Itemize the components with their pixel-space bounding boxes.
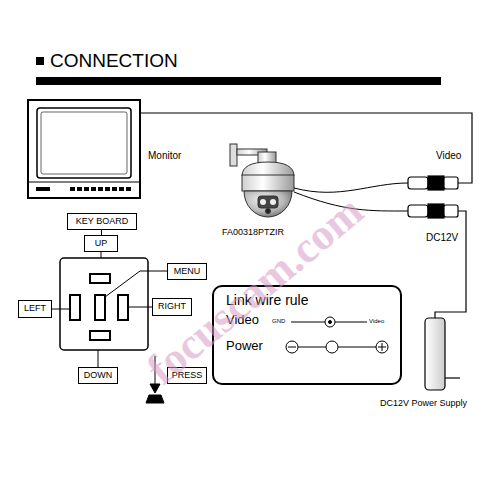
box-label: RIGHT — [158, 302, 186, 312]
keyboard-box: KEY BOARD — [67, 213, 137, 230]
title: CONNECTION — [50, 51, 178, 72]
part-label: Monitor — [148, 150, 181, 161]
leader-line — [52, 252, 167, 403]
part-label: Video — [369, 318, 384, 325]
part-label: DC12V Power Supply — [380, 399, 467, 409]
part-label: FA00318PTZIR — [222, 228, 284, 238]
part-label: DC12V — [426, 232, 458, 243]
key-label-box: UP — [84, 235, 118, 252]
title-bar — [36, 77, 441, 85]
box-label: DOWN — [84, 371, 113, 381]
video-wire — [140, 113, 472, 183]
power-wire — [445, 377, 460, 378]
box-label: KEY BOARD — [76, 217, 128, 227]
key-label-box: LEFT — [18, 300, 52, 318]
title-bullet — [36, 57, 44, 65]
power-wire — [435, 211, 466, 318]
part-label: GND — [272, 318, 285, 325]
monitor-drawing — [28, 100, 140, 198]
box-label: UP — [95, 239, 108, 249]
camera-cable — [294, 183, 408, 192]
key-label-box: DOWN — [78, 367, 118, 384]
key-label-box: MENU — [167, 263, 207, 280]
watermark: focuscam.com — [137, 185, 373, 394]
wire-rule-symbols — [286, 317, 388, 353]
ptz-camera — [230, 144, 294, 217]
part-label: Video — [436, 150, 461, 161]
keypad — [60, 258, 148, 350]
video-connector — [408, 176, 458, 190]
box-label: LEFT — [24, 304, 46, 314]
box-label: MENU — [174, 267, 201, 277]
power-connector — [408, 204, 458, 218]
power-supply — [425, 318, 445, 390]
